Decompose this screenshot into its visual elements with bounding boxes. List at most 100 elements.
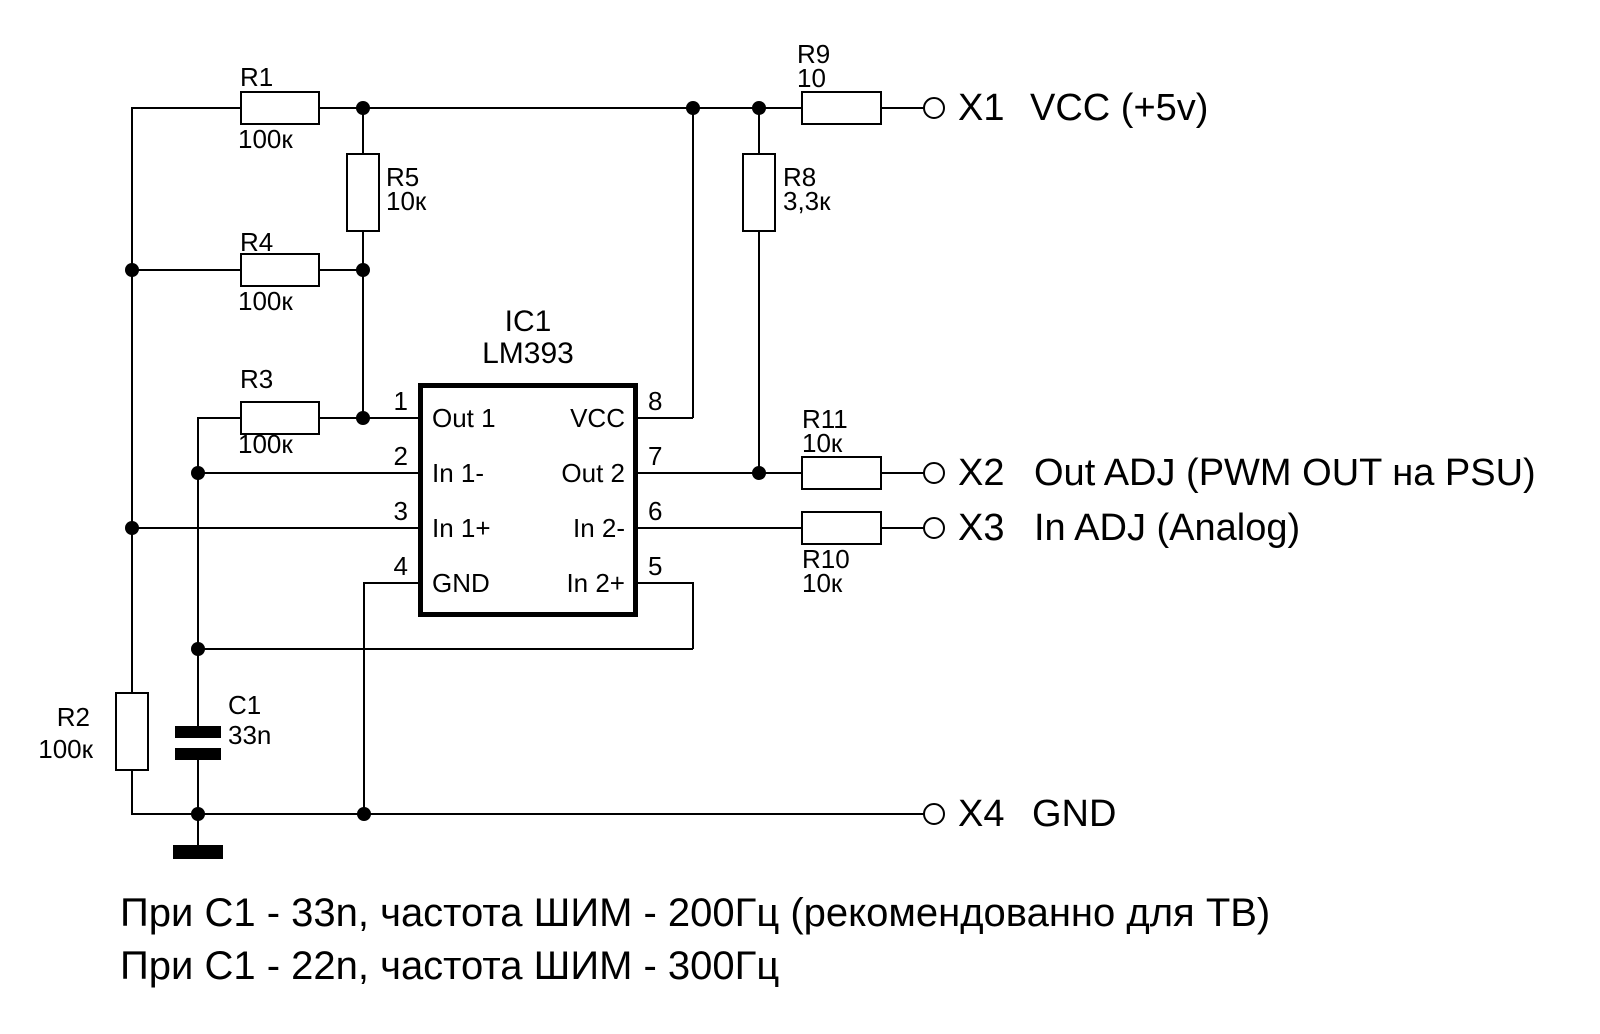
resistor-r4-ref: R4 [240, 227, 274, 257]
wire-segment [198, 417, 242, 419]
resistor-r11-body [801, 456, 882, 490]
wire-segment [692, 582, 694, 649]
resistor-r1-value: 100к [238, 124, 293, 154]
ic1-pin-label-gnd: GND [432, 568, 490, 598]
terminal-x1-pad [923, 97, 945, 119]
wire-segment [638, 527, 801, 529]
wire-segment [132, 269, 242, 271]
wire-segment [362, 108, 364, 154]
resistor-r4-value: 100к [238, 286, 293, 316]
terminal-x1-id: X1 [958, 87, 1005, 129]
resistor-r3-value: 100к [238, 429, 293, 459]
junction-dot [752, 466, 766, 480]
ic1-pin-label-in1p: In 1+ [432, 513, 491, 543]
resistor-r5-ref: R5 [386, 162, 420, 192]
terminal-x2-pad [923, 462, 945, 484]
ic1-pin-number-8: 8 [648, 386, 663, 416]
junction-dot [357, 807, 371, 821]
ic1-pin-number-6: 6 [648, 496, 663, 526]
ic1-ref: IC1 [504, 305, 552, 338]
resistor-r11-value: 10к [802, 428, 843, 458]
wire-segment [882, 527, 924, 529]
wire-segment [882, 472, 924, 474]
terminal-x1-desc: VCC (+5v) [1030, 87, 1209, 129]
wire-segment [131, 770, 133, 815]
junction-dot [191, 466, 205, 480]
wire-segment [758, 231, 760, 473]
terminal-x3-desc: In ADJ (Analog) [1034, 507, 1301, 549]
terminal-x2-id: X2 [958, 452, 1005, 494]
ic1-pin-label-in1m: In 1- [432, 458, 485, 488]
wire-segment [197, 813, 199, 846]
wire-segment [318, 269, 363, 271]
note-line-1: При С1 - 33n, частота ШИМ - 200Гц (реком… [120, 891, 1271, 935]
ic1-pin-number-4: 4 [393, 551, 408, 581]
wire-segment [132, 813, 924, 815]
resistor-r9-body [801, 91, 882, 125]
ic1-pin-number-5: 5 [648, 551, 663, 581]
resistor-r9-ref: R9 [797, 39, 831, 69]
resistor-r2-body [115, 692, 149, 771]
wire-segment [198, 472, 418, 474]
resistor-r1-body [240, 91, 320, 125]
note-line-2: При С1 - 22n, частота ШИМ - 300Гц [120, 944, 780, 988]
ic1-pin-label-vcc: VCC [570, 403, 625, 433]
wire-segment [132, 107, 242, 109]
terminal-x4-pad [923, 803, 945, 825]
resistor-r11-ref: R11 [802, 404, 848, 434]
ic1-pin-label-in2m: In 2- [572, 513, 625, 543]
wire-segment [362, 231, 364, 418]
ic1-pin-label-out1: Out 1 [432, 403, 496, 433]
ic1-body [418, 383, 638, 617]
junction-dot [125, 263, 139, 277]
wire-segment [692, 107, 694, 418]
resistor-r9-value: 10 [797, 63, 826, 93]
ic1-pin-number-3: 3 [393, 496, 408, 526]
resistor-r5-body [346, 153, 380, 232]
terminal-x4-desc: GND [1032, 793, 1117, 835]
wire-segment [197, 417, 199, 726]
capacitor-c1-value: 33n [228, 720, 272, 750]
junction-dot [191, 642, 205, 656]
junction-dot [752, 101, 766, 115]
wire-segment [198, 648, 693, 650]
resistor-r4-body [240, 253, 320, 287]
resistor-r2-ref: R2 [56, 702, 90, 732]
ic1-pin-label-out2: Out 2 [561, 458, 625, 488]
ground-symbol [173, 845, 223, 859]
resistor-r10-body [801, 511, 882, 545]
terminal-x2-desc: Out ADJ (PWM OUT на PSU) [1034, 452, 1536, 494]
terminal-x3-pad [923, 517, 945, 539]
ic1-pin-number-7: 7 [648, 441, 663, 471]
resistor-r8-value: 3,3к [783, 186, 831, 216]
ic1-pin-label-in2p: In 2+ [566, 568, 625, 598]
resistor-r1-ref: R1 [240, 62, 274, 92]
resistor-r8-ref: R8 [783, 162, 817, 192]
resistor-r3-ref: R3 [240, 364, 274, 394]
junction-dot [356, 263, 370, 277]
wire-segment [638, 582, 693, 584]
ic1-pin-number-1: 1 [393, 386, 408, 416]
junction-dot [356, 411, 370, 425]
resistor-r3-body [240, 401, 320, 435]
terminal-x3-id: X3 [958, 507, 1005, 549]
capacitor-c1-plate [175, 726, 221, 738]
wire-segment [363, 582, 365, 814]
capacitor-c1-ref: C1 [228, 690, 262, 720]
resistor-r10-value: 10к [802, 568, 843, 598]
wire-segment [132, 527, 418, 529]
terminal-x4-id: X4 [958, 793, 1005, 835]
wire-segment [197, 760, 199, 814]
resistor-r8-body [742, 153, 776, 232]
ic1-pin-number-2: 2 [393, 441, 408, 471]
junction-dot [191, 807, 205, 821]
ic1-part: LM393 [482, 337, 574, 370]
wire-segment [758, 108, 760, 154]
junction-dot [686, 101, 700, 115]
resistor-r10-ref: R10 [802, 544, 850, 574]
resistor-r2-value: 100к [38, 734, 93, 764]
wire-segment [318, 107, 801, 109]
junction-dot [125, 521, 139, 535]
wire-segment [882, 107, 924, 109]
